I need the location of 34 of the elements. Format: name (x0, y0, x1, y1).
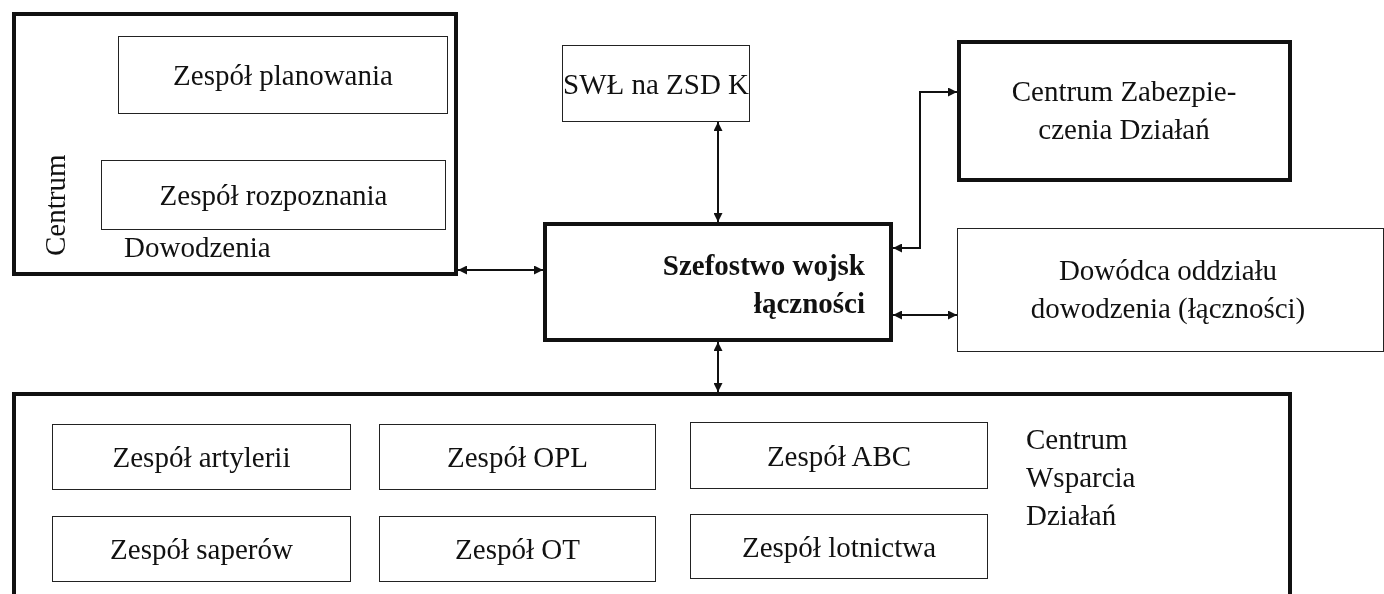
box-label: Szefostwo wojsk łączności (661, 248, 865, 321)
team-box (690, 422, 988, 489)
double-arrow (713, 341, 723, 393)
box-label: Dowódca oddziału dowodzenia (łączności) (1029, 253, 1307, 326)
box-label: Centrum Wsparcia Działań (1026, 422, 1137, 533)
double-arrow (457, 265, 544, 275)
box-label: Zespół ABC (765, 438, 913, 474)
team-box (52, 516, 351, 582)
box-label: Zespół OPL (446, 440, 589, 475)
box-sublabel: Dowodzenia (124, 230, 271, 265)
team-box (690, 514, 988, 579)
team-box (118, 36, 448, 114)
box-label: Centrum (38, 154, 72, 256)
double-arrow (892, 87, 958, 253)
box-label: Centrum Zabezpie- czenia Działań (1010, 74, 1238, 147)
box-label: Zespół saperów (109, 532, 294, 567)
double-arrow (892, 310, 958, 320)
box-label: Zespół lotnictwa (740, 529, 938, 565)
box-label: Zespół OT (454, 532, 581, 567)
unit-box (957, 40, 1292, 182)
box-label: Zespół planowania (172, 58, 394, 93)
unit-box (12, 12, 458, 276)
double-arrow (713, 121, 723, 223)
unit-box (12, 392, 1292, 594)
unit-box (543, 222, 893, 342)
team-box (52, 424, 351, 490)
team-box (379, 424, 656, 490)
box-label: Zespół artylerii (111, 440, 292, 475)
unit-box (957, 228, 1384, 352)
team-box (101, 160, 446, 230)
box-label: Zespół rozpoznania (158, 178, 389, 213)
unit-box (562, 45, 750, 122)
team-box (379, 516, 656, 582)
box-label: SWŁ na ZSD K (563, 66, 749, 102)
